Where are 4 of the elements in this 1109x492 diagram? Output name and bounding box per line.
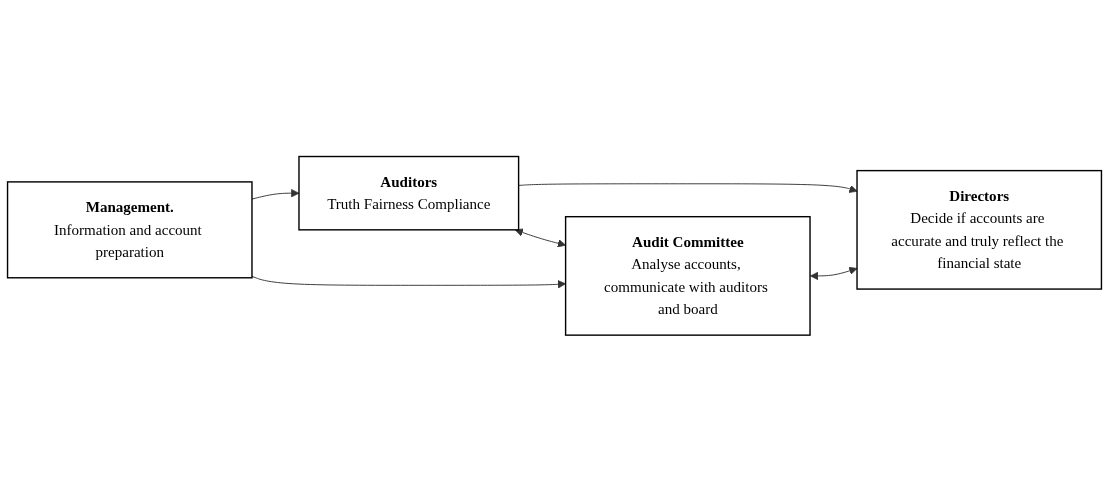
node-box: Auditors Truth Fairness Compliance — [298, 156, 520, 231]
node-box: Audit Committee Analyse accounts, communicate with auditors and board — [564, 216, 811, 336]
node-box: Management. Information and account preparation — [6, 181, 253, 279]
node-box: Directors Decide if accounts are accurate and truly reflect the financial state — [856, 170, 1103, 290]
